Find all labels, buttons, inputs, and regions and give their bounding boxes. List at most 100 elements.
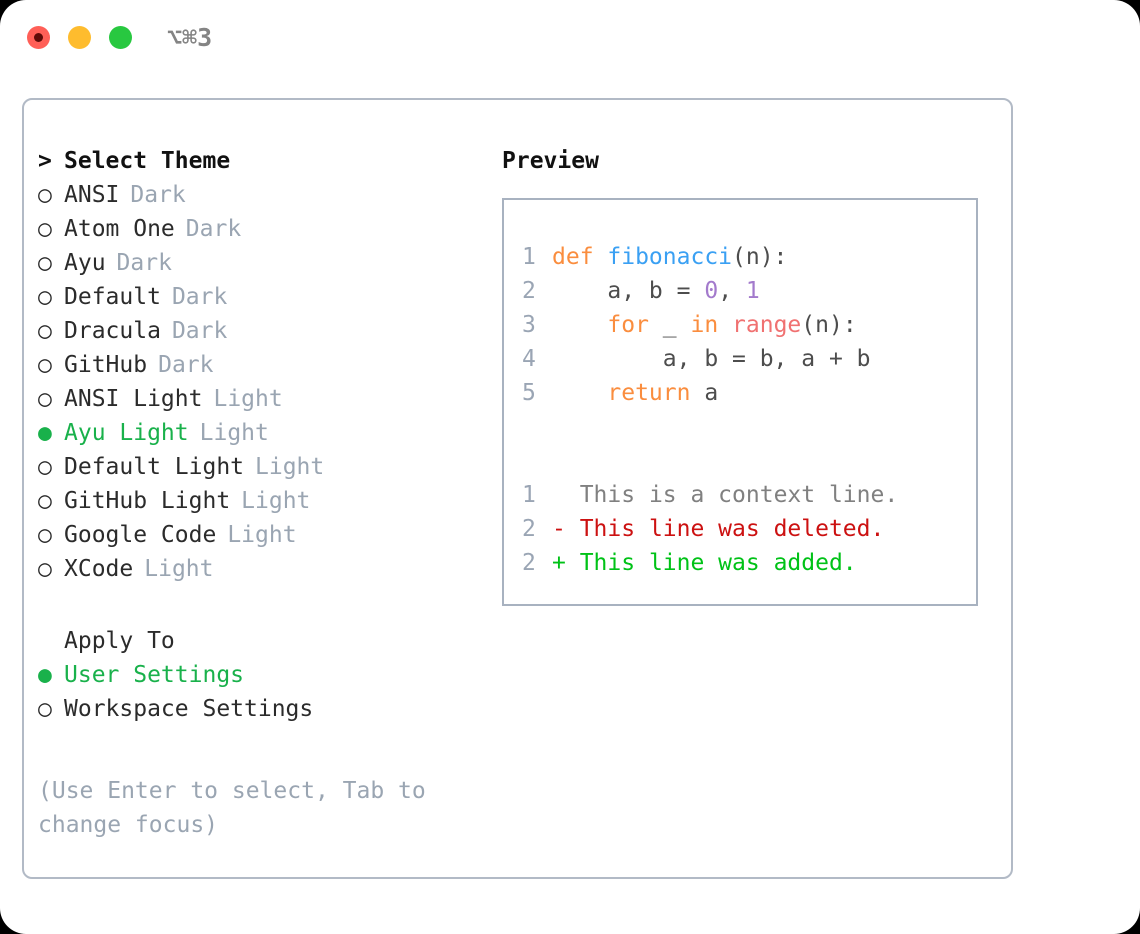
code-token: range bbox=[732, 312, 802, 338]
theme-name: Default Light bbox=[64, 454, 245, 480]
radio-unselected-icon: ○ bbox=[38, 556, 52, 582]
list-item[interactable]: ○ Default Light Light bbox=[38, 454, 478, 488]
diff-line-added: 2 + This line was added. bbox=[522, 550, 976, 584]
diff-sign bbox=[552, 482, 580, 508]
code-content: def fibonacci(n): bbox=[552, 244, 787, 270]
code-token: a, b = bbox=[552, 278, 705, 304]
theme-picker-header: > Select Theme bbox=[38, 148, 478, 182]
code-content: a, b = b, a + b bbox=[552, 346, 871, 372]
radio-unselected-icon: ○ bbox=[38, 454, 52, 480]
code-blank-line bbox=[522, 448, 976, 482]
line-number: 4 bbox=[522, 346, 536, 372]
theme-name: GitHub Light bbox=[64, 488, 231, 514]
radio-unselected-icon: ○ bbox=[38, 522, 52, 548]
code-line: 3 for _ in range(n): bbox=[522, 312, 976, 346]
list-item[interactable]: ○ GitHub Dark bbox=[38, 352, 478, 386]
line-number: 5 bbox=[522, 380, 536, 406]
theme-variant-tag: Dark bbox=[116, 250, 172, 276]
theme-name: Ayu bbox=[64, 250, 106, 276]
code-blank-line bbox=[522, 414, 976, 448]
line-number: 1 bbox=[522, 244, 536, 270]
section-spacer bbox=[38, 730, 478, 764]
apply-to-option: User Settings bbox=[64, 662, 245, 688]
line-number: 2 bbox=[522, 278, 536, 304]
code-token: return bbox=[607, 380, 691, 406]
line-number: 1 bbox=[522, 482, 536, 508]
radio-unselected-icon: ○ bbox=[38, 284, 52, 310]
code-preview-box: 1 def fibonacci(n): 2 a, b = 0, 1 3 for … bbox=[502, 198, 978, 606]
radio-unselected-icon: ○ bbox=[38, 250, 52, 276]
theme-name: Dracula bbox=[64, 318, 161, 344]
theme-name: Google Code bbox=[64, 522, 217, 548]
theme-variant-tag: Light bbox=[255, 454, 325, 480]
list-item[interactable]: ○ GitHub Light Light bbox=[38, 488, 478, 522]
list-item[interactable]: ○ Atom One Dark bbox=[38, 216, 478, 250]
code-token: a, b = b, a + b bbox=[552, 346, 871, 372]
code-token: for bbox=[607, 312, 649, 338]
list-item[interactable]: ○ ANSI Light Light bbox=[38, 386, 478, 420]
apply-to-option: Workspace Settings bbox=[64, 696, 314, 722]
list-item-selected[interactable]: ● Ayu Light Light bbox=[38, 420, 478, 454]
code-token: (n): bbox=[801, 312, 857, 338]
theme-name: Default bbox=[64, 284, 161, 310]
minimize-window-icon[interactable] bbox=[68, 26, 91, 49]
code-token bbox=[552, 380, 607, 406]
code-line: 5 return a bbox=[522, 380, 976, 414]
code-content: return a bbox=[552, 380, 718, 406]
list-item[interactable]: ○ Workspace Settings bbox=[38, 696, 478, 730]
line-number: 3 bbox=[522, 312, 536, 338]
theme-picker-title: Select Theme bbox=[64, 148, 231, 174]
radio-selected-icon: ● bbox=[38, 420, 52, 446]
list-item[interactable]: ○ Ayu Dark bbox=[38, 250, 478, 284]
keyboard-hint-text: (Use Enter to select, Tab to change focu… bbox=[38, 778, 440, 838]
diff-sign: - bbox=[552, 516, 580, 542]
theme-variant-tag: Light bbox=[213, 386, 283, 412]
preview-title: Preview bbox=[502, 148, 599, 174]
code-token: _ bbox=[648, 312, 691, 338]
title-bar: ⌥⌘3 bbox=[0, 0, 1140, 78]
radio-unselected-icon: ○ bbox=[38, 696, 52, 722]
code-line: 1 def fibonacci(n): bbox=[522, 244, 976, 278]
theme-name: Ayu Light bbox=[64, 420, 189, 446]
line-number: 2 bbox=[522, 550, 536, 576]
section-spacer bbox=[38, 590, 478, 628]
diff-sign: + bbox=[552, 550, 580, 576]
spacer-marker: ○ bbox=[38, 628, 64, 654]
theme-variant-tag: Dark bbox=[171, 284, 228, 310]
code-content: a, b = 0, 1 bbox=[552, 278, 760, 304]
diff-line-context: 1 This is a context line. bbox=[522, 482, 976, 516]
code-token bbox=[718, 312, 732, 338]
code-token: 0 bbox=[704, 278, 719, 304]
list-item-selected[interactable]: ● User Settings bbox=[38, 662, 478, 696]
theme-name: XCode bbox=[64, 556, 134, 582]
radio-unselected-icon: ○ bbox=[38, 182, 52, 208]
theme-name: ANSI Light bbox=[64, 386, 203, 412]
radio-unselected-icon: ○ bbox=[38, 352, 52, 378]
code-token: fibonacci bbox=[607, 244, 733, 270]
radio-unselected-icon: ○ bbox=[38, 488, 52, 514]
prompt-caret-icon: > bbox=[38, 148, 52, 174]
close-window-icon[interactable] bbox=[27, 26, 50, 49]
theme-variant-tag: Light bbox=[144, 556, 214, 582]
list-item[interactable]: ○ Dracula Dark bbox=[38, 318, 478, 352]
radio-unselected-icon: ○ bbox=[38, 318, 52, 344]
theme-variant-tag: Light bbox=[241, 488, 311, 514]
code-token: a bbox=[690, 380, 719, 406]
list-item[interactable]: ○ XCode Light bbox=[38, 556, 478, 590]
traffic-lights bbox=[27, 26, 132, 49]
radio-selected-icon: ● bbox=[38, 662, 52, 688]
diff-line-deleted: 2 - This line was deleted. bbox=[522, 516, 976, 550]
list-item[interactable]: ○ ANSI Dark bbox=[38, 182, 478, 216]
theme-variant-tag: Dark bbox=[185, 216, 242, 242]
theme-name: GitHub bbox=[64, 352, 148, 378]
maximize-window-icon[interactable] bbox=[109, 26, 132, 49]
radio-unselected-icon: ○ bbox=[38, 386, 52, 412]
diff-text: This line was added. bbox=[579, 550, 857, 576]
list-item[interactable]: ○ Google Code Light bbox=[38, 522, 478, 556]
list-item[interactable]: ○ Default Dark bbox=[38, 284, 478, 318]
code-content: for _ in range(n): bbox=[552, 312, 857, 338]
main-panel: > Select Theme ○ ANSI Dark ○ Atom One Da… bbox=[22, 98, 1013, 879]
apply-to-header: ○ Apply To bbox=[38, 628, 478, 662]
code-token: 1 bbox=[745, 278, 760, 304]
